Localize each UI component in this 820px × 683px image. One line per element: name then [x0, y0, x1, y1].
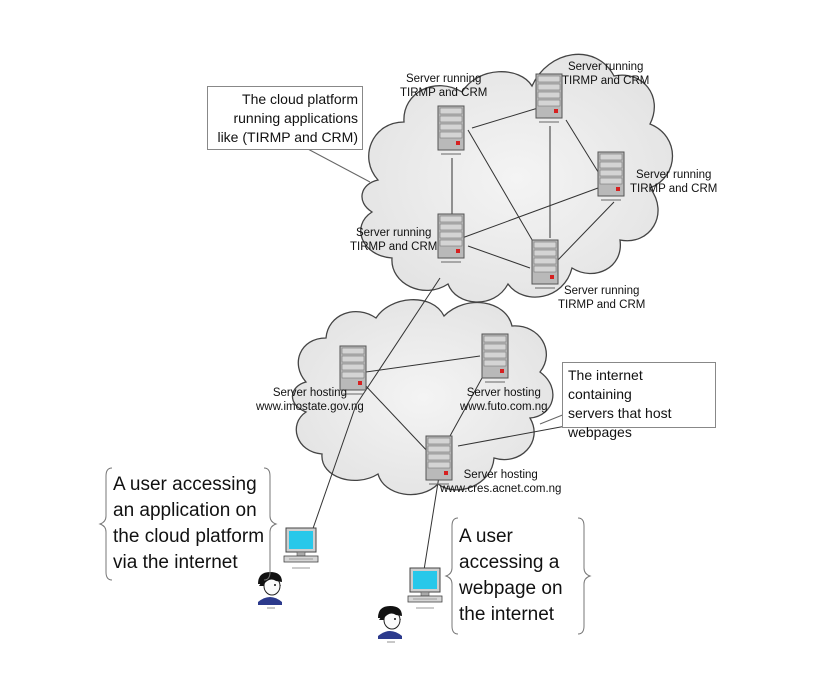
server-label-cloud-bottom: Server running TIRMP and CRM: [558, 284, 645, 312]
left-brace-cloud-user: [98, 467, 113, 581]
server-label-line: www.imostate.gov.ng: [256, 401, 364, 413]
callout-line: The internet containing: [568, 367, 643, 402]
description-line: accessing a: [459, 552, 560, 573]
computer-icon-web-user: [407, 567, 443, 609]
computer-icon-cloud-user: [283, 527, 319, 569]
server-icon-cloud-bottom: [531, 239, 559, 289]
description-line: via the internet: [113, 552, 238, 573]
cloud-platform-callout: The cloud platform running applications …: [207, 86, 363, 150]
server-label-line: Server running: [635, 169, 712, 181]
server-label-line: www.cres.acnet.com.ng: [440, 483, 562, 495]
description-line: A user accessing: [113, 474, 257, 495]
server-label-line: Server hosting: [466, 387, 541, 399]
server-label-line: TIRMP and CRM: [350, 241, 438, 253]
server-label-line: TIRMP and CRM: [558, 299, 646, 311]
server-label-line: Server running: [405, 73, 482, 85]
server-label-cloud-right: Server running TIRMP and CRM: [630, 168, 717, 196]
server-label-line: Server running: [563, 285, 640, 297]
cloud-user-description: A user accessing an application on the c…: [113, 472, 264, 576]
server-label-cloud-middle-left: Server running TIRMP and CRM: [350, 226, 437, 254]
callout-line: like (TIRMP and CRM): [217, 129, 358, 145]
right-brace-cloud-user: [263, 467, 278, 581]
description-line: A user: [459, 526, 513, 547]
person-icon-cloud-user: [257, 571, 283, 609]
callout-line: servers that host: [568, 405, 672, 421]
server-label-line: www.futo.com.ng: [460, 401, 548, 413]
server-label-line: Server hosting: [272, 387, 347, 399]
left-brace-web-user: [444, 517, 459, 635]
server-icon-cloud-top-left: [437, 105, 465, 155]
server-icon-internet-right: [481, 333, 509, 383]
server-label-line: TIRMP and CRM: [400, 87, 488, 99]
description-line: an application on: [113, 500, 257, 521]
description-line: the internet: [459, 604, 555, 625]
callout-line: webpages: [568, 424, 632, 440]
server-label-cloud-top-left: Server running TIRMP and CRM: [400, 72, 487, 100]
server-label-line: Server running: [567, 61, 644, 73]
right-brace-web-user: [577, 517, 592, 635]
server-icon-cloud-right: [597, 151, 625, 201]
internet-callout: The internet containing servers that hos…: [562, 362, 716, 440]
server-label-cloud-top-right: Server running TIRMP and CRM: [562, 60, 649, 88]
server-label-line: TIRMP and CRM: [562, 75, 650, 87]
server-label-internet-bottom: Server hosting www.cres.acnet.com.ng: [440, 468, 561, 496]
server-label-line: TIRMP and CRM: [630, 183, 718, 195]
server-label-line: Server running: [355, 227, 432, 239]
server-label-internet-right: Server hosting www.futo.com.ng: [460, 386, 548, 414]
description-line: the cloud platform: [113, 526, 265, 547]
server-icon-cloud-middle-left: [437, 213, 465, 263]
callout-line: The cloud platform: [242, 91, 358, 107]
web-user-description: A user accessing a webpage on the intern…: [459, 524, 563, 628]
server-label-internet-left: Server hosting www.imostate.gov.ng: [256, 386, 364, 414]
server-icon-cloud-top-right: [535, 73, 563, 123]
callout-line: running applications: [233, 110, 358, 126]
cloud-callout-connector: [305, 147, 371, 183]
person-icon-web-user: [377, 605, 403, 643]
server-label-line: Server hosting: [463, 469, 538, 481]
connection-lines: [301, 107, 615, 571]
description-line: webpage on: [459, 578, 563, 599]
